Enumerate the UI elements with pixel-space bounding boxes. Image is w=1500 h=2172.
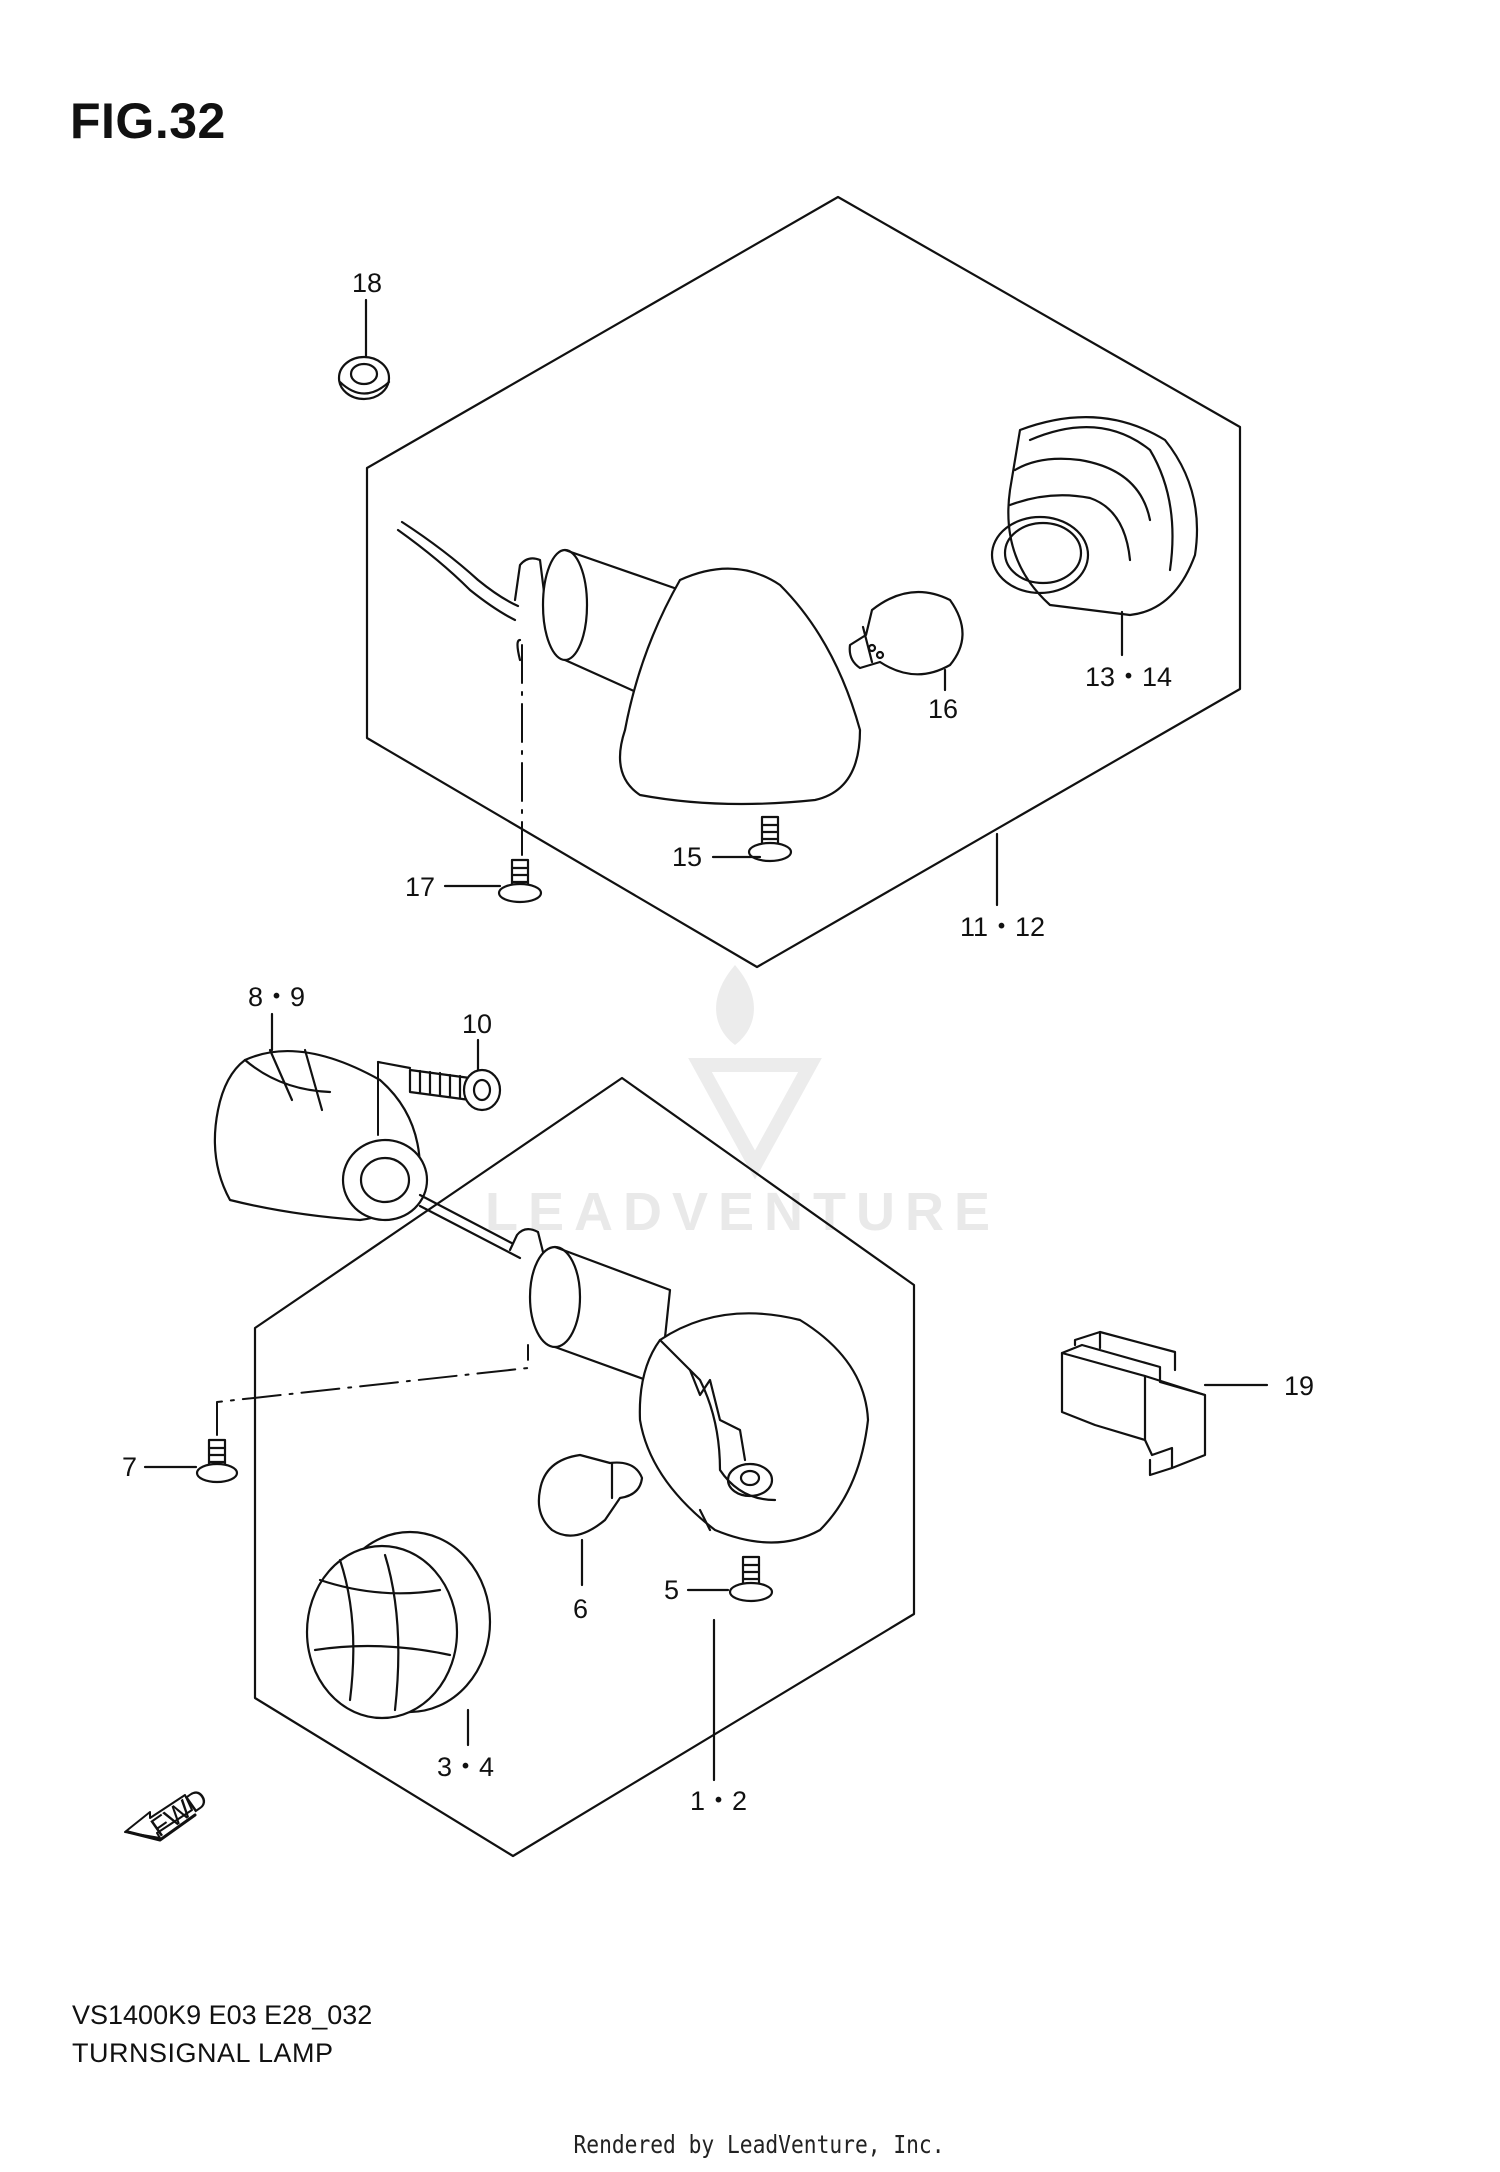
callout-10: 10 <box>462 1009 492 1039</box>
relay-part <box>1060 1330 1207 1477</box>
callout-6: 6 <box>573 1594 588 1624</box>
bolt-part-10 <box>408 1068 502 1112</box>
callout-8-9: 8・9 <box>248 982 305 1012</box>
guide-line-7 <box>216 1344 529 1436</box>
screw-part-15 <box>747 815 793 863</box>
callout-5: 5 <box>664 1575 679 1605</box>
model-code: VS1400K9 E03 E28_032 <box>72 2000 373 2030</box>
grommet-part <box>337 355 391 401</box>
screw-part-5 <box>728 1555 774 1603</box>
wire-lower <box>418 1193 527 1252</box>
clamp-part <box>213 1048 429 1222</box>
bulb-part-lower <box>537 1453 644 1537</box>
watermark-text: LEADVENTURE <box>485 1182 1000 1242</box>
wire-upper <box>396 528 517 622</box>
callout-11-12: 11・12 <box>960 912 1045 942</box>
watermark-v-logo-icon <box>688 1058 822 1180</box>
diagram-caption: TURNSIGNAL LAMP <box>72 2038 334 2068</box>
watermark: LEADVENTURE <box>485 965 1000 1242</box>
lens-part-lower <box>305 1530 492 1720</box>
bulb-part-upper <box>848 590 964 676</box>
figure-title: FIG.32 <box>70 93 226 149</box>
callout-17: 17 <box>405 872 435 902</box>
lamp-housing-upper <box>618 567 862 806</box>
fwd-label: FWD <box>145 1783 213 1843</box>
callout-13-14: 13・14 <box>1085 662 1172 692</box>
callout-18: 18 <box>352 268 382 298</box>
assembly-outline-lower <box>253 1076 916 1858</box>
callout-7: 7 <box>122 1452 137 1482</box>
lens-part-upper <box>990 416 1199 617</box>
lamp-socket-lower <box>508 1228 672 1387</box>
watermark-flame-icon <box>716 965 754 1045</box>
callout-15: 15 <box>672 842 702 872</box>
callout-19: 19 <box>1284 1371 1314 1401</box>
callout-1-2: 1・2 <box>690 1786 747 1816</box>
assembly-outline-upper <box>365 195 1242 969</box>
rendered-by-credit: Rendered by LeadVenture, Inc. <box>573 2130 945 2159</box>
callout-3-4: 3・4 <box>437 1752 494 1782</box>
screw-part-7 <box>195 1438 239 1484</box>
screw-part-17 <box>497 858 543 904</box>
lamp-housing-lower <box>638 1312 870 1544</box>
fwd-arrow-icon <box>124 1794 197 1842</box>
lamp-socket-upper <box>513 548 682 707</box>
callout-16: 16 <box>928 694 958 724</box>
